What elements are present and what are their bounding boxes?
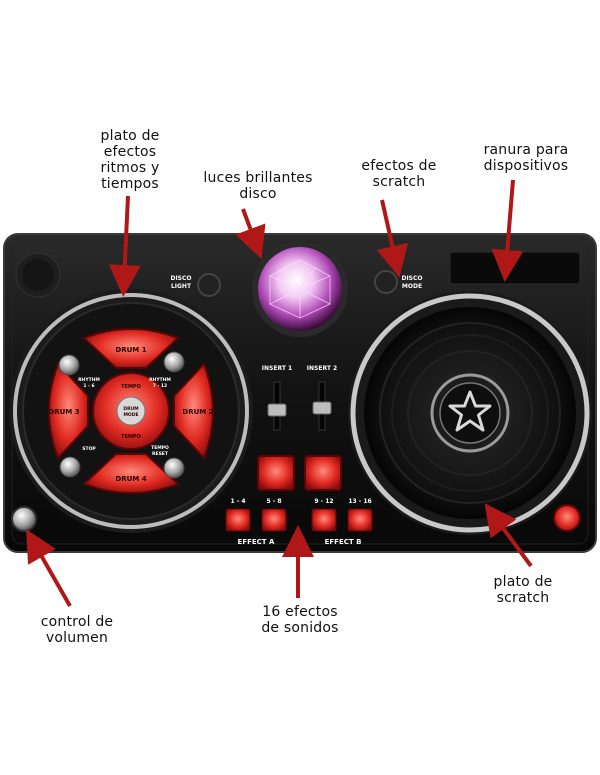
insert-2-slider[interactable]	[312, 381, 332, 431]
stop-button[interactable]	[59, 456, 81, 478]
svg-text:DRUM 4: DRUM 4	[115, 475, 146, 483]
drum-4-pad[interactable]: DRUM 4	[82, 453, 180, 494]
stop-label: STOP	[82, 446, 96, 452]
insert-1-slider[interactable]	[267, 381, 287, 431]
fx-13-16-label: 13 - 16	[348, 498, 371, 505]
svg-text:DRUM 3: DRUM 3	[48, 408, 79, 416]
disco-mode-button[interactable]	[374, 270, 398, 294]
callout-sound-effects: 16 efectos de sonidos	[261, 604, 339, 636]
rhythm-1-6-button[interactable]	[58, 354, 80, 376]
callout-arrows	[26, 179, 533, 607]
fx-5-8-label: 5 - 8	[266, 498, 281, 505]
svg-text:DRUM 2: DRUM 2	[182, 408, 213, 416]
insert-2-label: INSERT 2	[307, 365, 337, 372]
callout-scratch-effects: efectos de scratch	[361, 158, 437, 190]
effect-a-button-2[interactable]	[261, 508, 287, 532]
callout-disco-lights: luces brillantes disco	[203, 170, 313, 202]
fx-1-4-label: 1 - 4	[230, 498, 245, 505]
star-logo-icon	[448, 390, 492, 432]
tempo-up-label: TEMPO	[121, 384, 141, 390]
effect-a-button-1[interactable]	[225, 508, 251, 532]
insert-2-button[interactable]	[304, 455, 342, 491]
callout-device-slot: ranura para dispositivos	[483, 142, 569, 174]
volume-knob[interactable]	[11, 506, 37, 532]
effect-a-label: EFFECT A	[238, 538, 275, 546]
callout-scratch-plate: plato de scratch	[493, 574, 553, 606]
callout-drum-pad: plato de efectos ritmos y tiempos	[100, 128, 160, 192]
svg-text:DRUM 1: DRUM 1	[115, 346, 146, 354]
scratch-effect-button[interactable]	[553, 504, 581, 532]
insert-1-label: INSERT 1	[262, 365, 292, 372]
insert-1-button[interactable]	[257, 455, 295, 491]
callout-volume: control de volumen	[40, 614, 114, 646]
drum-2-pad[interactable]: DRUM 2	[173, 362, 214, 460]
fx-9-12-label: 9 - 12	[314, 498, 333, 505]
effect-b-button-2[interactable]	[347, 508, 373, 532]
device-slot[interactable]	[449, 251, 581, 285]
speaker-grille	[15, 252, 61, 298]
rhythm-7-12-button[interactable]	[163, 351, 185, 373]
disco-light-ball	[252, 241, 348, 337]
effect-b-label: EFFECT B	[325, 538, 362, 546]
effect-b-button-1[interactable]	[311, 508, 337, 532]
tempo-down-label: TEMPO	[121, 434, 141, 440]
tempo-reset-button[interactable]	[163, 457, 185, 479]
drum-1-pad[interactable]: DRUM 1	[82, 328, 180, 369]
drum-3-pad[interactable]: DRUM 3	[48, 362, 89, 460]
scratch-platter[interactable]	[348, 291, 592, 535]
disco-light-button[interactable]	[197, 273, 221, 297]
